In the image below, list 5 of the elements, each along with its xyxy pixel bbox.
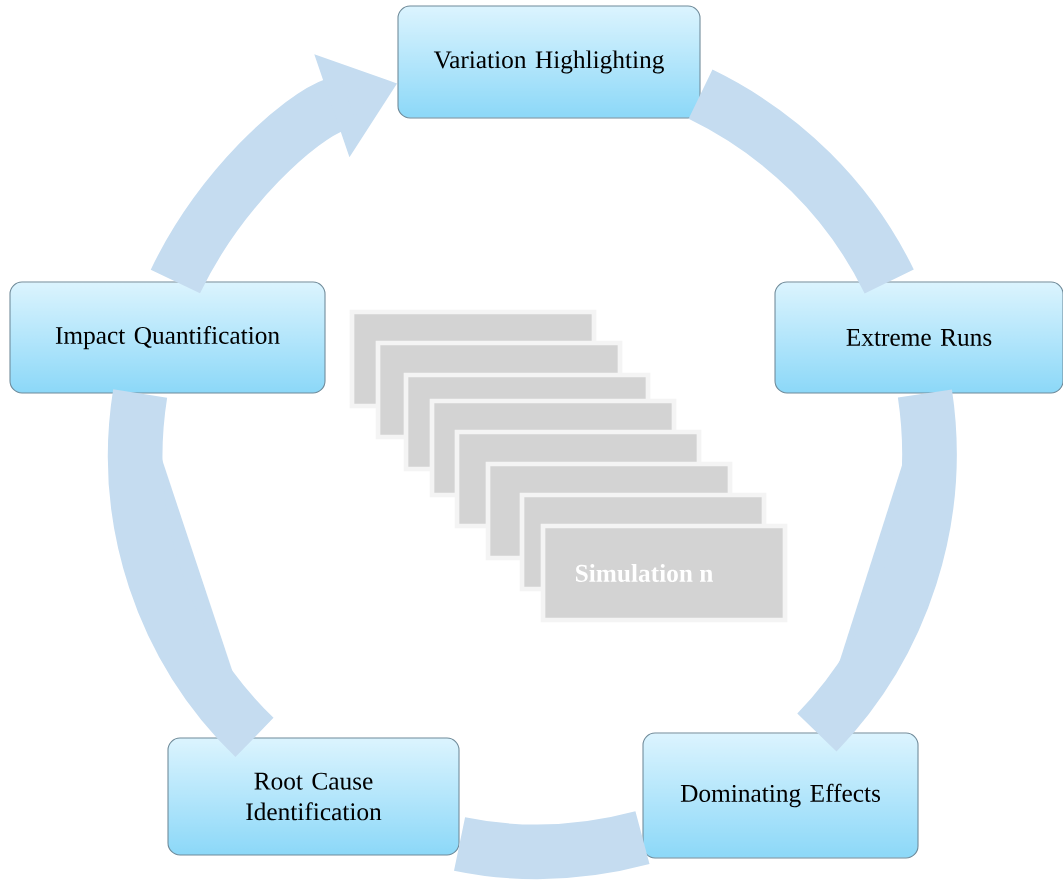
process-box: Root Cause Identification bbox=[167, 737, 460, 856]
process-box: Extreme Runs bbox=[774, 281, 1063, 394]
process-box: Dominating Effects bbox=[642, 732, 919, 859]
process-box: Impact Quantification bbox=[9, 281, 326, 394]
process-box: Variation Highlighting bbox=[397, 5, 701, 119]
